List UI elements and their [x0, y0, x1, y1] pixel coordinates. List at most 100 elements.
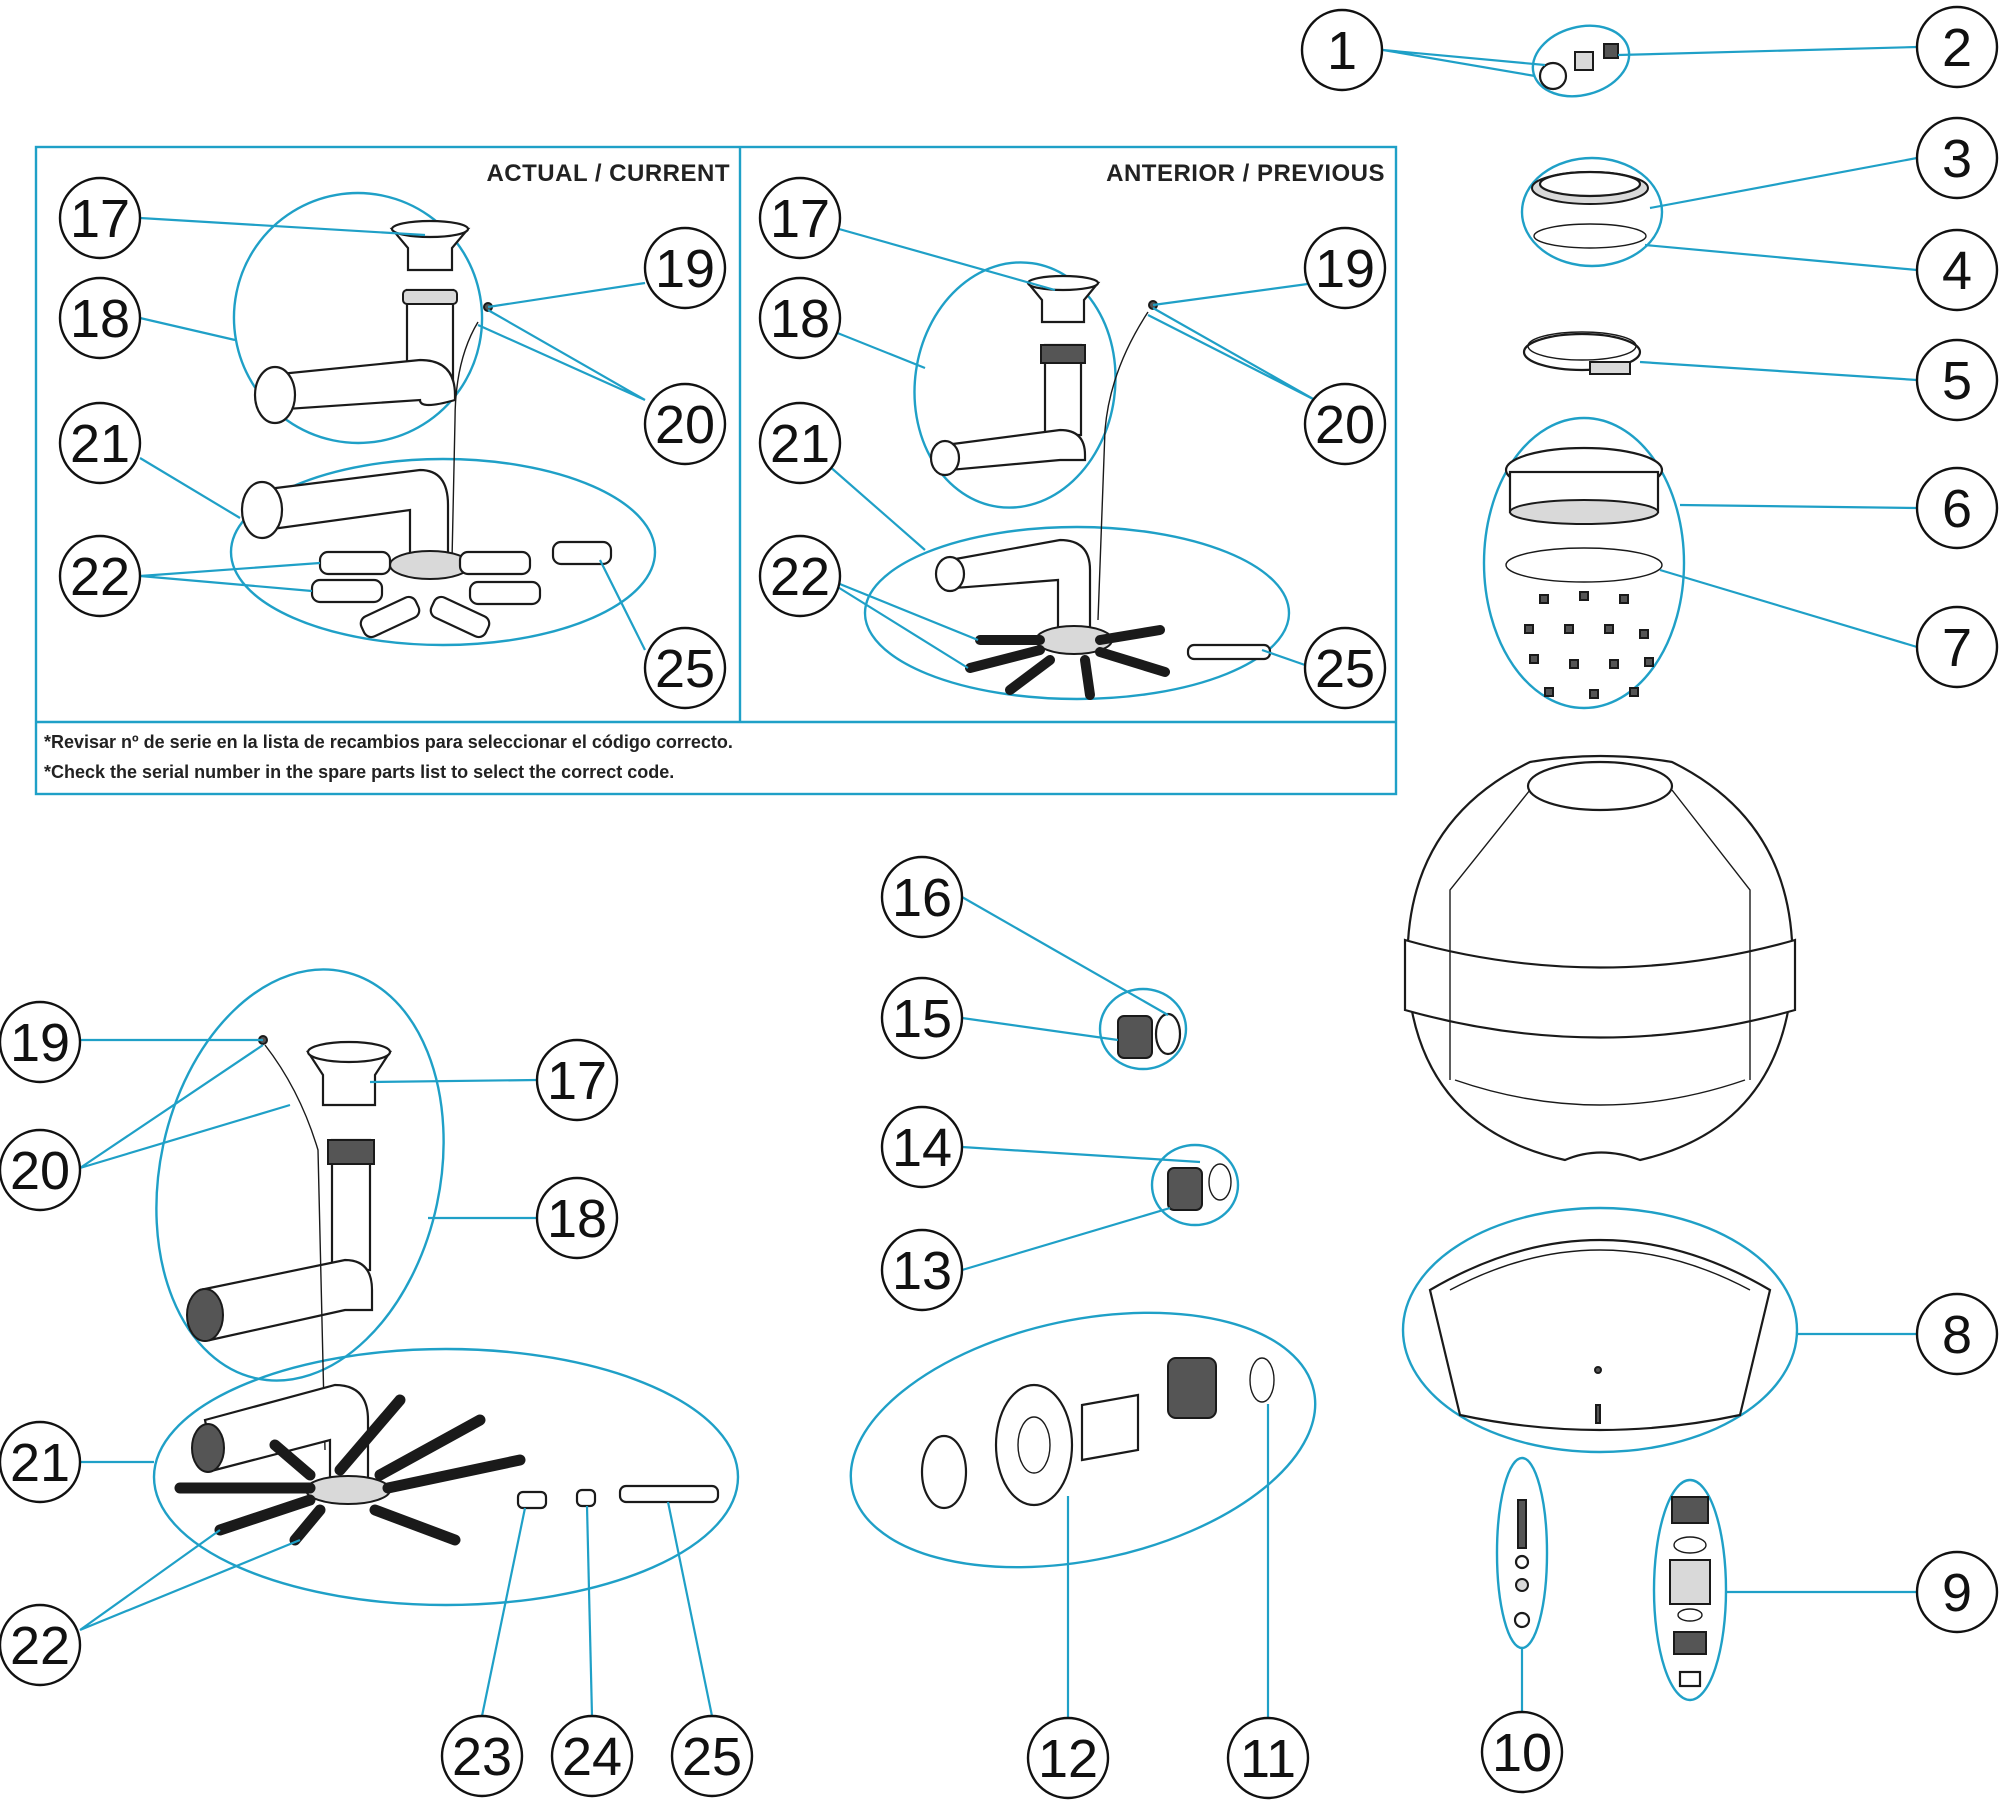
lower-laterals — [174, 1394, 526, 1546]
callout-ring — [550, 1714, 634, 1798]
callout-previous-19: 19 — [1303, 226, 1387, 310]
current-lateral — [468, 580, 542, 606]
leader-prev21 — [819, 457, 926, 551]
leader-16 — [961, 896, 1169, 1016]
leader-13 — [961, 1206, 1171, 1272]
callout-ring — [1915, 1550, 1999, 1634]
callout-current-18: 18 — [58, 276, 142, 360]
leader-4 — [1644, 243, 1918, 272]
callout-ring — [880, 1105, 964, 1189]
current-lateral — [318, 550, 392, 576]
union-15-part — [1117, 1015, 1153, 1059]
callout-number: 14 — [892, 1118, 952, 1178]
callout-ring — [58, 176, 142, 260]
callout-4: 4 — [1915, 228, 1999, 312]
callout-lower-20: 20 — [0, 1128, 82, 1212]
callout-lower-18: 18 — [535, 1176, 619, 1260]
callout-number: 20 — [655, 395, 715, 455]
group-6-7 — [1482, 416, 1686, 710]
current-collector-mouth — [240, 480, 284, 540]
callout-number: 1 — [1327, 21, 1357, 81]
flange-disc-part — [994, 1383, 1074, 1507]
leader-low24 — [585, 1505, 594, 1717]
union-oring — [1673, 1536, 1707, 1554]
filter-tank — [1403, 754, 1797, 1162]
callout-13: 13 — [880, 1228, 964, 1312]
callout-current-17: 17 — [58, 176, 142, 260]
callout-number: 19 — [655, 239, 715, 299]
current-group-17-18 — [232, 191, 484, 445]
nut — [1539, 594, 1549, 604]
leader-cur19 — [487, 281, 646, 309]
drain-screw-part — [1517, 1499, 1527, 1549]
leader-prev19 — [1152, 281, 1316, 307]
lower-elbow-thread — [327, 1139, 375, 1165]
callout-number: 19 — [10, 1013, 70, 1073]
callout-number: 20 — [10, 1141, 70, 1201]
clamp-inner — [1527, 331, 1637, 361]
group-8 — [1401, 1206, 1799, 1454]
lower-lateral — [214, 1494, 316, 1536]
previous-lateral — [965, 645, 1045, 673]
callout-ring — [58, 276, 142, 360]
callout-8: 8 — [1915, 1292, 1999, 1376]
callout-previous-21: 21 — [758, 401, 842, 485]
callout-number: 6 — [1942, 479, 1972, 539]
callout-number: 20 — [1315, 395, 1375, 455]
callout-previous-22: 22 — [758, 534, 842, 618]
callout-ring — [1226, 1716, 1310, 1800]
callout-ring — [1026, 1716, 1110, 1800]
previous-group-21-22 — [863, 525, 1291, 701]
callout-ring — [58, 534, 142, 618]
variant-panel: ACTUAL / CURRENT ANTERIOR / PREVIOUS *Re… — [34, 145, 1398, 796]
nut — [1639, 629, 1649, 639]
previous-collector-assembly — [863, 261, 1291, 701]
note-english: *Check the serial number in the spare pa… — [44, 762, 674, 782]
callout-ring — [1300, 8, 1384, 92]
callout-ring — [643, 626, 727, 710]
callout-lower-24: 24 — [550, 1714, 634, 1798]
callout-number: 9 — [1942, 1563, 1972, 1623]
drain-cap — [1513, 1611, 1531, 1629]
flange-collar-part — [920, 1434, 968, 1510]
callout-lower-25: 25 — [670, 1714, 754, 1798]
leader-low25 — [666, 1501, 714, 1717]
lower-group-17-18 — [155, 968, 445, 1382]
callout-number: 23 — [452, 1727, 512, 1787]
callout-number: 21 — [70, 414, 130, 474]
leader-prev17 — [799, 216, 1056, 292]
callout-ring — [880, 855, 964, 939]
union-nut-part — [1671, 1496, 1709, 1524]
current-collector-pipe — [258, 468, 450, 562]
callout-previous-20: 20 — [1303, 382, 1387, 466]
callout-number: 19 — [1315, 239, 1375, 299]
callout-number: 17 — [770, 189, 830, 249]
previous-rod — [1097, 311, 1149, 621]
callout-ring — [535, 1038, 619, 1122]
lower-funnel-rim — [306, 1040, 392, 1064]
callout-ring — [1915, 1292, 1999, 1376]
lower-lateral — [269, 1439, 316, 1481]
callout-number: 25 — [1315, 639, 1375, 699]
callout-ring — [880, 1228, 964, 1312]
callout-lower-21: 21 — [0, 1420, 82, 1504]
callout-number: 18 — [547, 1189, 607, 1249]
callout-ring — [1915, 466, 1999, 550]
leader-7 — [1659, 568, 1918, 649]
nut-set — [1524, 591, 1654, 699]
lower-collector-assembly — [152, 968, 740, 1607]
flange-union-part — [1167, 1357, 1217, 1419]
callout-ring — [758, 401, 842, 485]
union-washer — [1677, 1608, 1703, 1622]
cover-top — [1538, 170, 1642, 198]
leader-cur20 — [477, 309, 646, 402]
drain-nut — [1515, 1578, 1529, 1592]
lower-elbow-mouth — [186, 1288, 224, 1342]
leader-6 — [1679, 503, 1918, 510]
previous-lateral — [1095, 625, 1165, 645]
callout-ring — [670, 1714, 754, 1798]
callout-current-22: 22 — [58, 534, 142, 618]
callout-ring — [0, 1128, 82, 1212]
leader-cur18 — [139, 316, 236, 342]
leader-low20 — [79, 1044, 291, 1170]
